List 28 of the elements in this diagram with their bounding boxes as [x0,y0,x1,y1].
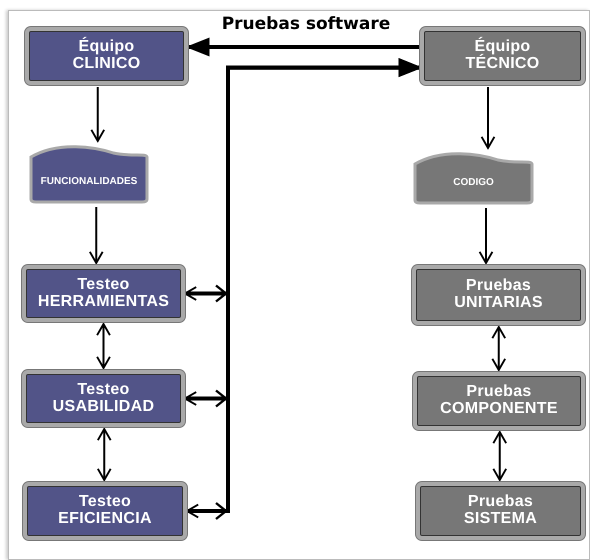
node-label: Équipo CLINICO [72,39,142,73]
node-label: Pruebas UNITARIAS [453,278,544,312]
arrow [491,326,506,371]
process-box [420,27,585,85]
node-label: Pruebas SISTEMA [462,494,538,528]
process-box [412,265,585,325]
process-box [22,370,185,427]
arrow [96,428,112,481]
arrow [90,87,106,142]
node-label: Testeo EFICIENCIA [57,494,153,528]
process-box [23,482,187,540]
arrow [492,431,508,481]
process-box [416,482,585,540]
node-label: Testeo HERRAMIENTAS [36,276,170,310]
arrow [88,207,104,264]
arrow [478,208,494,264]
arrow [480,87,496,149]
node-label: CODIGO [453,178,494,188]
process-box [413,372,585,430]
node-label: Équipo TÉCNICO [464,39,541,73]
document-shape [412,150,535,206]
node-label: Pruebas COMPONENTE [439,384,559,418]
arrow [96,323,111,369]
node-label: Testeo USABILIDAD [52,382,156,416]
process-box [22,265,185,322]
node-label: FUNCIONALIDADES [40,176,138,187]
document-shape [28,143,150,205]
process-box [25,27,188,85]
